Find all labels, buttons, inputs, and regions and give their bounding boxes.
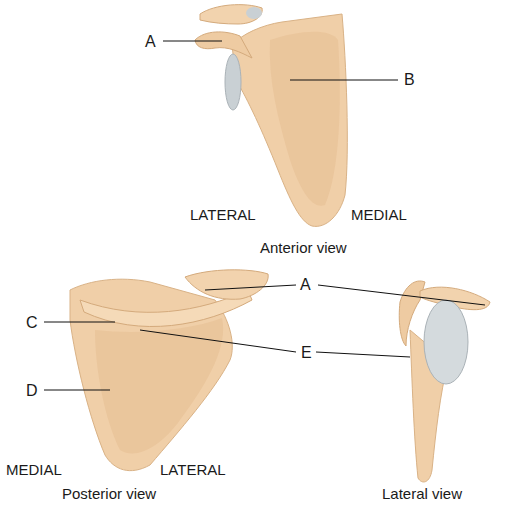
part-letter: C [26,314,38,332]
view-caption: Anterior view [260,240,347,257]
part-letter: A [145,33,156,51]
part-letter: E [301,344,312,362]
view-caption: Lateral view [382,486,462,503]
part-letter: D [26,382,38,400]
part-letter: A [300,276,311,294]
direction-label: LATERAL [190,207,256,224]
direction-label: MEDIAL [6,462,62,479]
leader-lines [44,41,485,390]
part-letter: B [404,71,415,89]
view-caption: Posterior view [62,486,156,503]
direction-label: MEDIAL [351,207,407,224]
direction-label: LATERAL [160,462,226,479]
lateral-scapula [399,281,490,482]
posterior-scapula [70,270,268,471]
anterior-scapula [195,5,347,227]
